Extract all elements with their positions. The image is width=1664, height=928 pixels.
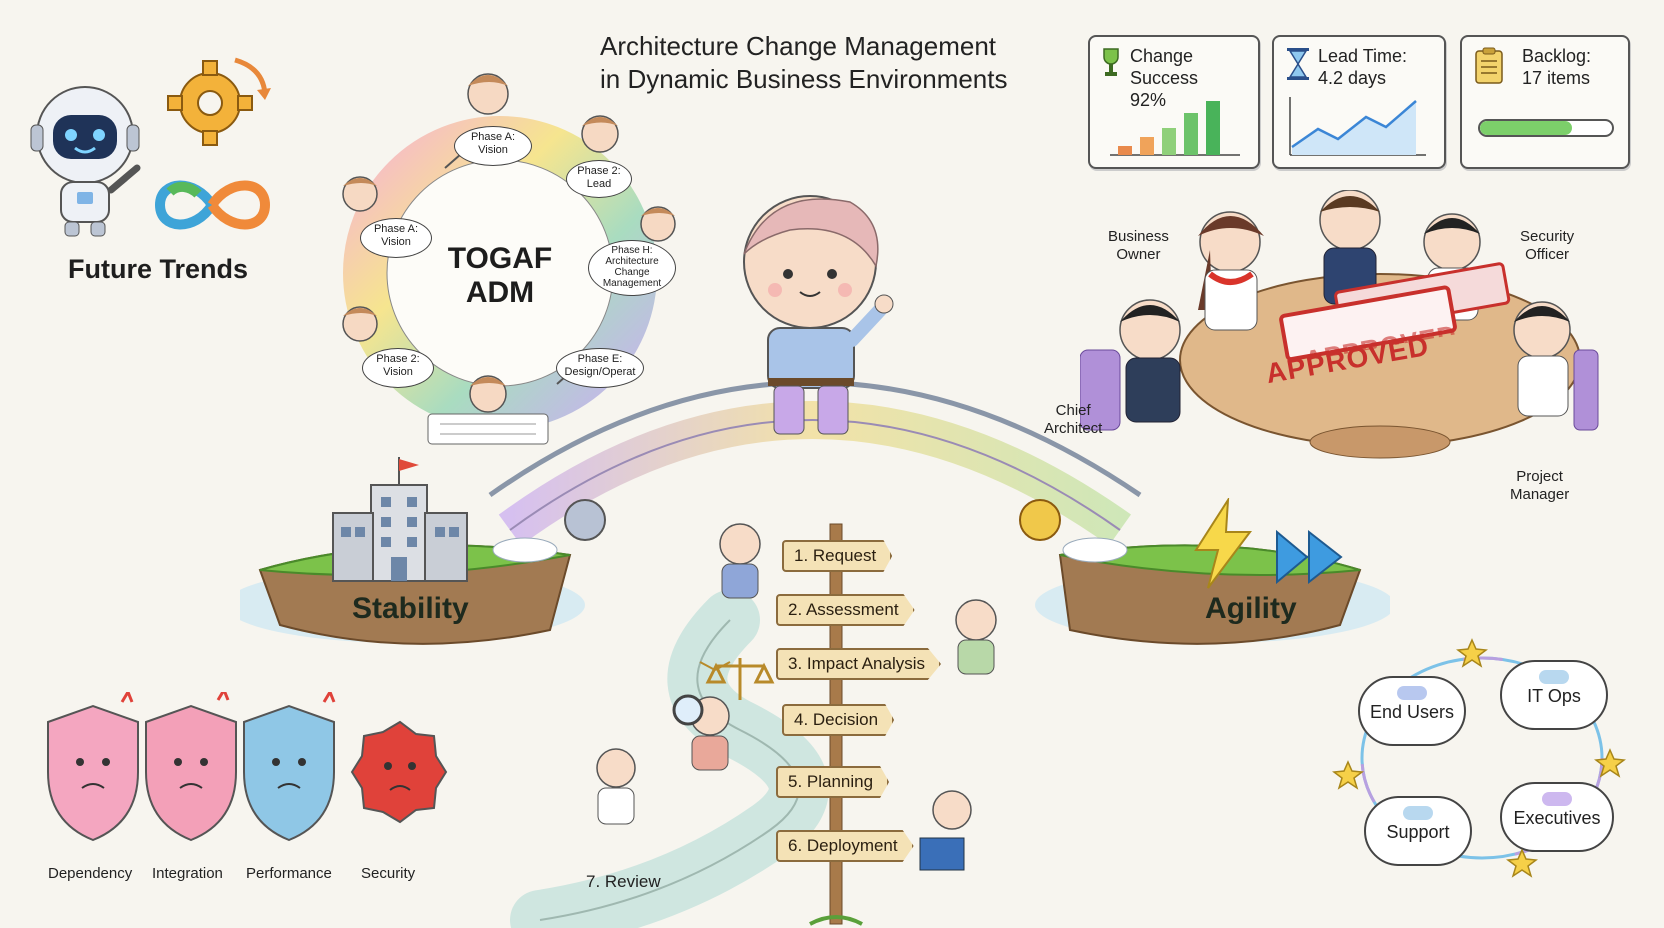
success-bar-1 bbox=[1118, 146, 1132, 155]
star-icon bbox=[1506, 848, 1538, 878]
phase-label: Phase A: Vision bbox=[454, 126, 532, 166]
page-title: Architecture Change Management in Dynami… bbox=[600, 30, 1008, 96]
chat-icon bbox=[1539, 670, 1569, 684]
building-icon bbox=[332, 457, 468, 582]
star-icon bbox=[1332, 760, 1364, 790]
togaf-center-label: TOGAF ADM bbox=[430, 242, 570, 310]
phase-label: Phase 2: Lead bbox=[566, 160, 632, 198]
phase-label: Phase E: Design/Operat bbox=[556, 348, 644, 388]
process-step: 2. Assessment bbox=[776, 594, 915, 626]
backlog-label: Backlog: bbox=[1522, 46, 1592, 66]
phase-people-illustration bbox=[342, 73, 676, 445]
success-bar-3 bbox=[1162, 128, 1176, 155]
metric-lead-time: Lead Time: 4.2 days bbox=[1272, 35, 1446, 169]
risk-label: Security bbox=[361, 865, 416, 882]
stakeholder-label: Support bbox=[1386, 822, 1450, 842]
trophy-icon bbox=[1103, 48, 1119, 76]
process-step: 4. Decision bbox=[782, 704, 895, 736]
success-bar-5 bbox=[1206, 101, 1220, 155]
stakeholder-bubble: IT Ops bbox=[1500, 660, 1608, 730]
clipboard-icon bbox=[1475, 47, 1503, 84]
process-people-illustration bbox=[596, 523, 997, 871]
change-success-value: 92% bbox=[1130, 90, 1167, 110]
title-line-2: in Dynamic Business Environments bbox=[600, 64, 1008, 94]
stakeholder-label: Executives bbox=[1513, 808, 1601, 828]
shield-icon bbox=[243, 704, 335, 842]
phase-label: Phase 2: Vision bbox=[362, 348, 434, 388]
process-step: 5. Planning bbox=[776, 766, 890, 798]
phase-label: Phase H: Architecture Change Management bbox=[588, 240, 676, 296]
change-board-illustration bbox=[1080, 190, 1599, 459]
lead-time-line-chart bbox=[1289, 97, 1426, 156]
robot-icon bbox=[30, 86, 141, 237]
process-step: 7. Review bbox=[586, 872, 661, 891]
lead-time-label: Lead Time: bbox=[1318, 46, 1408, 66]
infinity-icon bbox=[154, 180, 271, 230]
lead-time-value: 4.2 days bbox=[1318, 68, 1387, 88]
role-business-owner: Business Owner bbox=[1108, 228, 1169, 263]
togaf-center-line-1: TOGAF bbox=[447, 242, 553, 275]
agility-label: Agility bbox=[1205, 592, 1297, 625]
backlog-progress-track bbox=[1478, 119, 1614, 137]
role-project-manager: Project Manager bbox=[1510, 468, 1570, 503]
metric-backlog: Backlog: 17 items bbox=[1460, 35, 1630, 169]
stakeholder-bubble: Support bbox=[1364, 796, 1472, 866]
shield-icon bbox=[145, 704, 237, 842]
chat-icon bbox=[1542, 792, 1572, 806]
stakeholder-label: End Users bbox=[1369, 702, 1455, 722]
stakeholder-bubble: End Users bbox=[1358, 676, 1466, 746]
success-bar-4 bbox=[1184, 113, 1198, 155]
hourglass-icon bbox=[1287, 48, 1309, 80]
backlog-progress-fill bbox=[1480, 121, 1573, 135]
star-icon bbox=[1456, 638, 1488, 668]
stakeholder-network bbox=[1332, 638, 1626, 878]
virus-icon bbox=[350, 720, 448, 824]
success-bar-2 bbox=[1140, 137, 1154, 155]
phase-label: Phase A: Vision bbox=[360, 218, 432, 258]
change-success-label: Change Success bbox=[1130, 46, 1199, 88]
star-icon bbox=[1594, 748, 1626, 778]
role-chief-architect: Chief Architect bbox=[1044, 402, 1103, 437]
chat-icon bbox=[1397, 686, 1427, 700]
fast-forward-icon bbox=[1276, 529, 1343, 585]
risk-label: Dependency bbox=[48, 865, 133, 882]
process-step: 6. Deployment bbox=[776, 830, 914, 862]
architect-character bbox=[743, 195, 894, 435]
future-trends-label: Future Trends bbox=[68, 254, 249, 284]
risk-shields-illustration bbox=[47, 692, 448, 842]
gear-icon bbox=[167, 57, 271, 146]
metric-change-success: Change Success 92% bbox=[1088, 35, 1260, 169]
role-security-officer: Security Officer bbox=[1520, 228, 1575, 263]
togaf-center-line-2: ADM bbox=[465, 276, 535, 309]
title-line-1: Architecture Change Management bbox=[600, 31, 997, 61]
backlog-value: 17 items bbox=[1522, 68, 1591, 88]
stability-label: Stability bbox=[352, 592, 469, 625]
stakeholder-label: IT Ops bbox=[1527, 686, 1581, 706]
process-step: 1. Request bbox=[782, 540, 893, 572]
lightning-icon bbox=[1194, 498, 1252, 589]
risk-label: Integration bbox=[152, 865, 223, 882]
change-success-bar-chart bbox=[1110, 101, 1240, 156]
stakeholder-bubble: Executives bbox=[1500, 782, 1614, 852]
risk-label: Performance bbox=[246, 865, 332, 882]
chat-icon bbox=[1403, 806, 1433, 820]
process-step: 3. Impact Analysis bbox=[776, 648, 942, 680]
shield-icon bbox=[47, 704, 139, 842]
